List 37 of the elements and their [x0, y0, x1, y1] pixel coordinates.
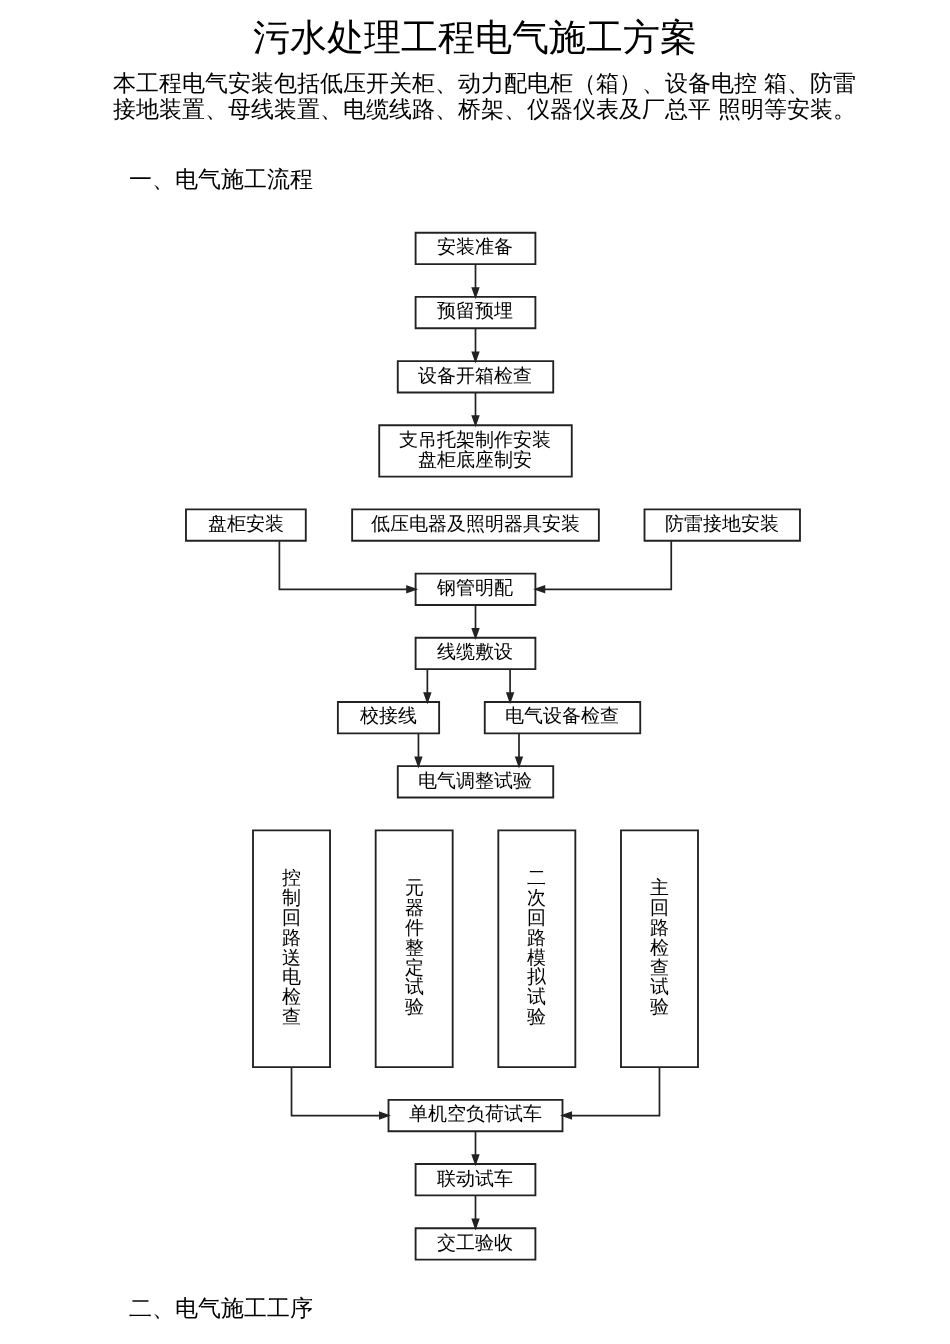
arrow — [505, 668, 514, 705]
arrow — [514, 733, 523, 769]
label: 本工程电气安装包括低压开关柜、动力配电柜（箱）、设备电控 箱、防雷接地装置、母线装置、电缆线路、桥架、仪器仪表及厂总平 照明等安装。 — [112, 70, 856, 122]
arrow — [470, 327, 480, 364]
label: 二、电气施工工序 — [128, 1295, 313, 1322]
label: 一、电气施工流程 — [128, 165, 313, 192]
node-box: 电气设备检查 — [483, 701, 641, 735]
node-box: 低压电器及照明器具安装 — [350, 508, 600, 542]
node-box: 钢管明配 — [414, 572, 536, 606]
node-box: 线缆敷设 — [414, 636, 536, 671]
arrow — [470, 1195, 480, 1231]
node-box: 设备开箱检查 — [396, 360, 554, 394]
arrow — [470, 391, 480, 428]
node-box: 安装准备 — [414, 231, 536, 266]
node-box: 盘柜安装 — [184, 508, 307, 542]
node-box: 控制回路送电检查 — [251, 829, 331, 1068]
node-box: 元器件整定试验 — [374, 829, 454, 1068]
arrow — [470, 604, 480, 641]
node-box: 电气调整试验 — [396, 765, 554, 799]
node-box: 交工验收 — [414, 1227, 536, 1261]
node-box: 单机空负荷试车 — [387, 1098, 563, 1133]
arrow — [290, 1066, 391, 1120]
node-box: 主回路检查试验 — [619, 829, 699, 1068]
node-box: 预留预埋 — [414, 295, 536, 330]
arrow — [422, 668, 432, 705]
arrow — [470, 263, 480, 300]
node-box: 防雷接地安装 — [643, 508, 801, 542]
arrow — [559, 1066, 660, 1120]
node-box: 支吊托架制作安装 盘柜底座制安 — [377, 424, 573, 478]
node-box: 二次回路模拟试验 — [496, 829, 576, 1068]
node-box: 联动试车 — [414, 1163, 536, 1197]
arrow — [413, 733, 423, 769]
arrow — [532, 540, 672, 594]
diagram-title: 污水处理工程电气施工方案 — [253, 15, 697, 59]
arrow — [278, 540, 418, 594]
node-box: 校接线 — [336, 701, 440, 735]
arrow — [470, 1130, 480, 1167]
